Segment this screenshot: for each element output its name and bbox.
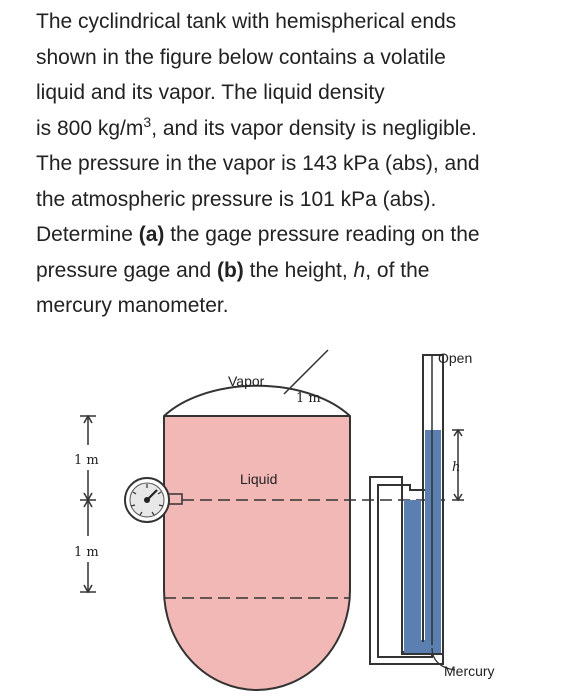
liquid-label: Liquid bbox=[240, 471, 277, 487]
problem-text: pressure gage and bbox=[36, 258, 217, 282]
vertical-dimensions bbox=[80, 414, 96, 594]
problem-text: the height, bbox=[243, 258, 354, 282]
problem-text: the gage pressure reading on the bbox=[164, 223, 480, 246]
problem-text: , of the bbox=[365, 258, 430, 282]
mercury-manometer bbox=[401, 355, 444, 655]
density-exponent: 3 bbox=[143, 113, 152, 130]
problem-statement: The cyclindrical tank with hemispherical… bbox=[36, 4, 561, 324]
problem-line: The cyclindrical tank with hemispherical… bbox=[36, 10, 457, 33]
mercury-label: Mercury bbox=[444, 663, 495, 679]
problem-line: shown in the figure below contains a vol… bbox=[36, 45, 446, 69]
tank-outline bbox=[163, 384, 351, 691]
pressure-gage bbox=[124, 477, 183, 523]
upper-dimension-label: 1 m bbox=[74, 453, 99, 468]
mercury-leader bbox=[431, 647, 456, 671]
problem-line: is 800 kg/m3, and its vapor density is n… bbox=[36, 111, 561, 147]
part-b-label: (b) bbox=[216, 258, 244, 282]
vapor-label: Vapor bbox=[228, 373, 265, 389]
problem-line: pressure gage and (b) the height, h, of … bbox=[36, 253, 561, 289]
radius-label: 1 m bbox=[296, 391, 321, 406]
tank-manometer-figure: Vapor 1 m Liquid 1 m 1 m Open h Mercury bbox=[74, 349, 495, 691]
density-text: is 800 kg/m bbox=[36, 116, 144, 140]
problem-line: mercury manometer. bbox=[36, 294, 229, 317]
problem-line: the atmospheric pressure is 101 kPa (abs… bbox=[36, 187, 437, 211]
problem-line: liquid and its vapor. The liquid density bbox=[36, 81, 385, 104]
lower-dimension-label: 1 m bbox=[74, 545, 99, 560]
part-a-label: (a) bbox=[138, 223, 165, 246]
h-label: h bbox=[452, 460, 460, 475]
radius-line bbox=[283, 349, 329, 395]
problem-text: , and its vapor density is negligible. bbox=[151, 116, 477, 140]
open-label: Open bbox=[438, 350, 472, 366]
problem-line: The pressure in the vapor is 143 kPa (ab… bbox=[36, 152, 480, 175]
problem-text: Determine bbox=[36, 223, 139, 246]
problem-line: Determine (a) the gage pressure reading … bbox=[36, 217, 561, 253]
h-variable: h bbox=[353, 258, 366, 282]
liquid-fill bbox=[164, 416, 350, 690]
h-dimension bbox=[452, 428, 464, 502]
